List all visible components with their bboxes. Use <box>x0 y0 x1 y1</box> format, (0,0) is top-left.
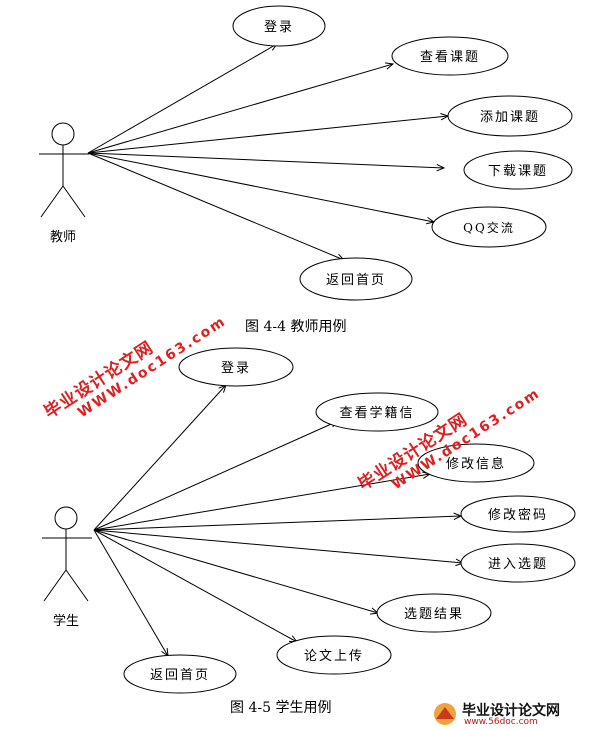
uc-teacher-home-label: 返回首页 <box>326 273 386 288</box>
uc-student-login-label: 登录 <box>221 361 251 376</box>
caption-student: 图 4-5 学生用例 <box>230 700 332 716</box>
assoc-teacher-5 <box>87 152 346 261</box>
uc-student-edit-info-label: 修改信息 <box>446 456 506 472</box>
uc-student-enter-selection-label: 进入选题 <box>488 557 548 572</box>
footer-logo: 毕业设计论文网 www.56doc.com <box>430 700 590 728</box>
uc-student-upload-paper-label: 论文上传 <box>304 649 364 664</box>
assoc-student-0 <box>93 384 227 531</box>
assoc-student-6 <box>93 529 299 643</box>
uc-student-edit-info: 修改信息 <box>417 443 535 483</box>
uc-teacher-download-topic: 下载课题 <box>463 150 573 190</box>
assoc-student-1 <box>93 420 340 531</box>
actor-student-label: 学生 <box>53 613 79 629</box>
actor-teacher-label: 教师 <box>50 229 76 245</box>
actor-teacher: 教师 <box>39 122 89 245</box>
logo-url: www.56doc.com <box>464 717 538 727</box>
assoc-teacher-1 <box>87 62 395 154</box>
uc-student-change-password: 修改密码 <box>460 495 576 533</box>
uc-teacher-add-topic: 添加课题 <box>447 95 573 137</box>
assoc-teacher-4 <box>87 152 436 225</box>
uc-student-view-info: 查看学籍信 <box>315 392 439 432</box>
uc-teacher-qq-chat: QQ交流 <box>431 206 547 248</box>
uc-teacher-view-topic: 查看课题 <box>391 36 509 76</box>
uc-teacher-qq-chat-label: QQ交流 <box>463 220 515 235</box>
uc-teacher-add-topic-label: 添加课题 <box>480 110 540 125</box>
assoc-teacher-2 <box>87 113 450 154</box>
uc-student-home-label: 返回首页 <box>150 668 210 683</box>
uc-student-change-password-label: 修改密码 <box>488 507 548 523</box>
assoc-teacher-3 <box>87 152 446 172</box>
uc-teacher-home: 返回首页 <box>299 257 413 301</box>
caption-teacher: 图 4-4 教师用例 <box>245 319 347 335</box>
logo-icon <box>434 703 456 725</box>
uc-student-enter-selection: 进入选题 <box>460 543 576 583</box>
uc-teacher-login-label: 登录 <box>264 20 294 35</box>
assoc-student-3 <box>93 512 463 531</box>
uc-student-view-info-label: 查看学籍信 <box>339 405 414 421</box>
uc-student-selection-result-label: 选题结果 <box>404 607 464 622</box>
logo-title: 毕业设计论文网 <box>462 703 560 719</box>
uc-student-home: 返回首页 <box>123 654 237 694</box>
actor-student: 学生 <box>42 506 92 629</box>
uc-student-selection-result: 选题结果 <box>376 593 492 633</box>
uc-student-upload-paper: 论文上传 <box>276 635 392 675</box>
uc-teacher-download-topic-label: 下载课题 <box>488 164 548 179</box>
uc-teacher-view-topic-label: 查看课题 <box>420 49 480 65</box>
uc-student-login: 登录 <box>178 347 294 387</box>
uc-teacher-login: 登录 <box>232 5 326 47</box>
